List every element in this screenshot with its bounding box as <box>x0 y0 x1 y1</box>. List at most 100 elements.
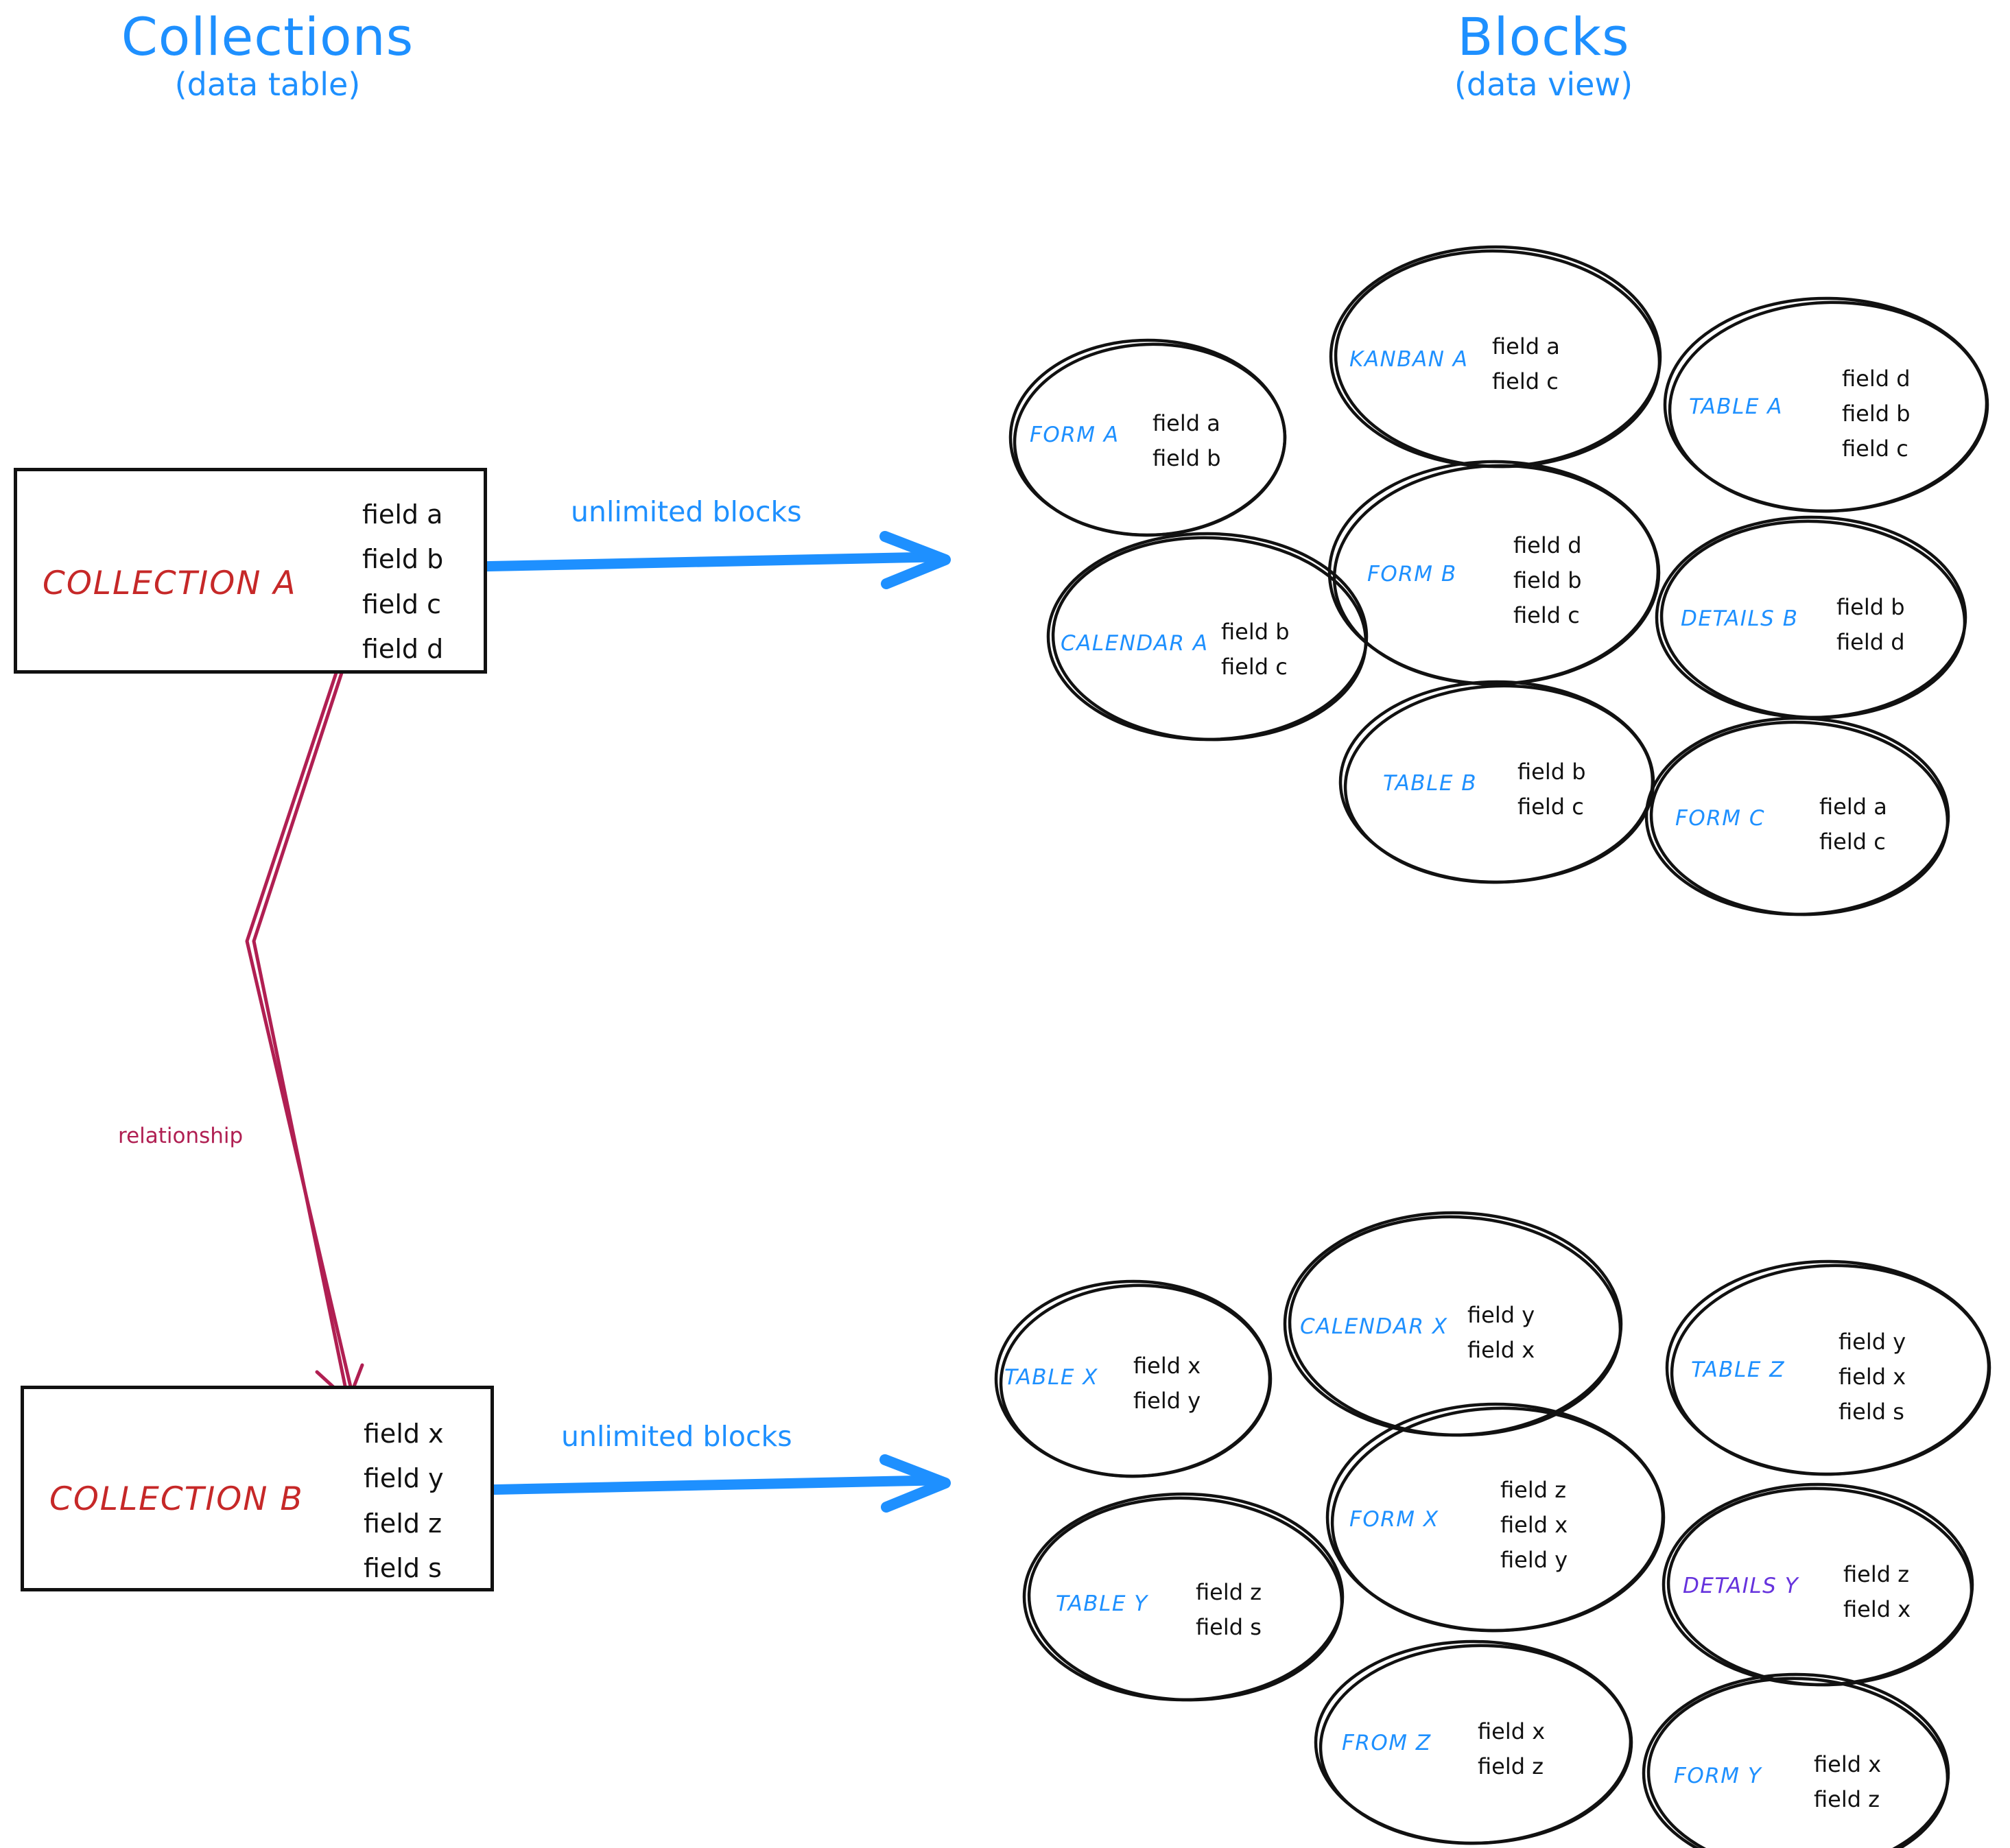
relationship-connector <box>245 667 364 1403</box>
block-field: field x <box>1500 1512 1568 1539</box>
collection-a-field: field d <box>362 634 444 665</box>
block-form-a[interactable]: FORM A field a field b <box>1010 340 1285 535</box>
collection-b-field: field z <box>364 1508 442 1539</box>
header-blocks: Blocks (data view) <box>1331 7 1756 103</box>
block-field: field y <box>1467 1302 1535 1328</box>
block-field: field c <box>1513 602 1580 629</box>
collection-b-name: COLLECTION B <box>49 1480 304 1518</box>
block-form-y[interactable]: FORM Y field x field z <box>1644 1674 1948 1848</box>
collection-a-field: field c <box>362 589 441 619</box>
block-form-b[interactable]: FORM B field d field b field c <box>1329 462 1659 684</box>
block-label: TABLE Z <box>1691 1358 1786 1382</box>
block-field: field x <box>1467 1337 1535 1364</box>
block-field: field x <box>1133 1353 1201 1379</box>
collection-a-field: field a <box>362 499 443 530</box>
arrow-unlimited-blocks-top <box>468 531 951 589</box>
block-field: field c <box>1819 829 1886 855</box>
block-field: field c <box>1517 794 1584 820</box>
collection-b-field: field s <box>364 1553 442 1584</box>
block-form-x[interactable]: FORM X field z field x field y <box>1327 1404 1664 1631</box>
block-details-b[interactable]: DETAILS B field b field d <box>1657 517 1965 718</box>
arrow-label-unlimited-blocks-top: unlimited blocks <box>571 495 802 528</box>
block-field: field s <box>1196 1614 1262 1641</box>
collection-b-field: field y <box>364 1463 444 1494</box>
collection-box-b[interactable] <box>21 1386 494 1591</box>
block-label: TABLE X <box>1004 1365 1099 1390</box>
block-field: field b <box>1842 401 1911 427</box>
block-field: field c <box>1842 436 1908 462</box>
header-blocks-title: Blocks <box>1457 6 1630 67</box>
collection-a-fields: field a field b field c field d <box>362 493 443 672</box>
relationship-label: relationship <box>118 1124 244 1148</box>
block-label: FORM C <box>1675 806 1766 831</box>
block-from-z[interactable]: FROM Z field x field z <box>1316 1642 1631 1843</box>
block-field: field x <box>1843 1596 1911 1623</box>
block-fields: field y field x <box>1467 1298 1535 1368</box>
block-fields: field a field b <box>1152 406 1221 476</box>
block-field: field d <box>1836 629 1905 656</box>
block-label: DETAILS Y <box>1683 1574 1799 1598</box>
block-label: TABLE Y <box>1056 1591 1148 1616</box>
header-blocks-subtitle: (data view) <box>1454 66 1633 104</box>
block-calendar-a[interactable]: CALENDAR A field b field c <box>1048 534 1367 739</box>
collection-b-fields: field x field y field z field s <box>364 1412 444 1591</box>
header-collections-subtitle: (data table) <box>174 66 361 104</box>
block-field: field d <box>1513 532 1582 558</box>
arrow-unlimited-blocks-bottom <box>475 1454 951 1513</box>
block-fields: field z field x field y <box>1500 1473 1568 1578</box>
block-field: field y <box>1133 1388 1201 1414</box>
block-field: field b <box>1221 619 1290 645</box>
block-label: TABLE A <box>1689 394 1783 419</box>
arrow-label-unlimited-blocks-bottom: unlimited blocks <box>561 1420 792 1453</box>
block-fields: field z field x <box>1843 1557 1911 1627</box>
block-form-c[interactable]: FORM C field a field c <box>1646 718 1948 914</box>
collection-a-field: field b <box>362 544 444 575</box>
block-label: FORM X <box>1349 1507 1439 1532</box>
block-field: field z <box>1843 1561 1910 1587</box>
block-label: CALENDAR X <box>1300 1314 1448 1339</box>
block-field: field x <box>1814 1751 1882 1777</box>
collection-b-field: field x <box>364 1419 444 1449</box>
block-label: TABLE B <box>1383 771 1478 796</box>
block-table-b[interactable]: TABLE B field b field c <box>1340 682 1653 882</box>
block-table-x[interactable]: TABLE X field x field y <box>996 1281 1270 1476</box>
block-table-a[interactable]: TABLE A field d field b field c <box>1665 298 1987 511</box>
block-table-z[interactable]: TABLE Z field y field x field s <box>1667 1261 1989 1474</box>
block-fields: field d field b field c <box>1842 362 1911 467</box>
block-field: field d <box>1842 366 1911 392</box>
block-field: field a <box>1152 410 1220 436</box>
header-collections: Collections (data table) <box>55 7 480 103</box>
block-details-y[interactable]: DETAILS Y field z field x <box>1664 1484 1972 1685</box>
collection-a-name: COLLECTION A <box>43 565 297 602</box>
block-field: field a <box>1819 794 1887 820</box>
block-fields: field d field b field c <box>1513 528 1582 634</box>
block-label: FORM B <box>1367 562 1457 587</box>
block-field: field c <box>1492 368 1559 395</box>
block-fields: field b field c <box>1221 615 1290 685</box>
block-field: field a <box>1492 333 1560 359</box>
block-label: CALENDAR A <box>1061 631 1209 656</box>
block-label: DETAILS B <box>1681 606 1799 631</box>
block-table-y[interactable]: TABLE Y field z field s <box>1024 1494 1343 1700</box>
block-field: field s <box>1838 1399 1904 1425</box>
block-calendar-x[interactable]: CALENDAR X field y field x <box>1285 1213 1621 1435</box>
block-fields: field z field s <box>1196 1575 1262 1645</box>
block-field: field x <box>1838 1364 1906 1390</box>
block-label: FORM A <box>1030 423 1120 447</box>
block-field: field b <box>1152 445 1221 472</box>
block-label: KANBAN A <box>1349 347 1469 372</box>
block-fields: field a field c <box>1492 329 1560 399</box>
collection-box-a[interactable] <box>14 468 487 674</box>
block-fields: field b field c <box>1517 755 1586 825</box>
block-field: field x <box>1478 1718 1546 1744</box>
block-label: FORM Y <box>1674 1764 1762 1788</box>
block-field: field z <box>1478 1753 1544 1780</box>
block-field: field b <box>1836 594 1905 620</box>
block-fields: field a field c <box>1819 790 1887 860</box>
block-fields: field x field y <box>1133 1349 1201 1419</box>
block-field: field b <box>1513 567 1582 594</box>
block-label: FROM Z <box>1342 1731 1432 1755</box>
block-fields: field x field z <box>1814 1747 1881 1817</box>
block-fields: field y field x field s <box>1838 1325 1906 1430</box>
block-kanban-a[interactable]: KANBAN A field a field c <box>1331 247 1660 466</box>
